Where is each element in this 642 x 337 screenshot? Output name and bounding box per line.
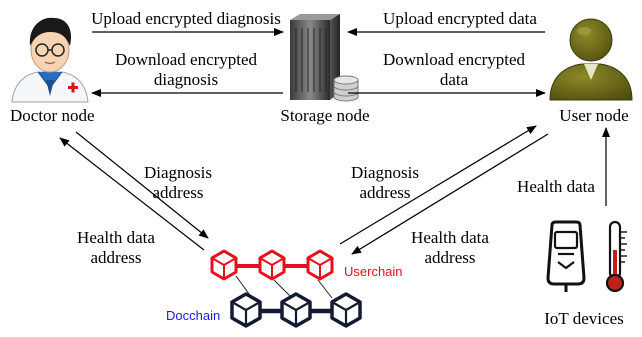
- arrow-user-to-chain: [351, 133, 549, 255]
- doctor-icon: [11, 17, 89, 103]
- user-node-label: User node: [559, 106, 628, 125]
- diagnosis-address-right-line2: address: [360, 183, 411, 202]
- download-data-label-line2: data: [440, 70, 469, 89]
- download-data-label-line1: Download encrypted: [383, 50, 526, 69]
- userchain-label: Userchain: [344, 264, 403, 279]
- docchain-label: Docchain: [166, 308, 220, 323]
- arrow-chain-to-user: [339, 125, 537, 245]
- doctor-node-label: Doctor node: [10, 106, 95, 125]
- diagnosis-address-right-line1: Diagnosis: [351, 163, 419, 182]
- health-address-right-line1: Health data: [411, 228, 489, 247]
- download-diagnosis-label-line1: Download encrypted: [115, 50, 258, 69]
- glucometer-icon: [546, 220, 586, 292]
- arrow-chain-to-doctor: [59, 137, 205, 251]
- upload-diagnosis-label: Upload encrypted diagnosis: [91, 9, 281, 28]
- arrow-doctor-to-chain: [75, 131, 209, 239]
- blockchain-icon: [210, 249, 362, 328]
- user-icon: [549, 18, 633, 101]
- diagnosis-address-left-line2: address: [153, 183, 204, 202]
- thermometer-icon: [605, 220, 627, 293]
- health-address-right-line2: address: [425, 248, 476, 267]
- health-address-left-line1: Health data: [77, 228, 155, 247]
- docchain-blocks: [230, 292, 362, 328]
- arrows: [59, 28, 610, 255]
- download-diagnosis-label-line2: diagnosis: [154, 70, 218, 89]
- storage-node-label: Storage node: [280, 106, 369, 125]
- iot-devices-label: IoT devices: [544, 309, 623, 328]
- health-address-left-line2: address: [91, 248, 142, 267]
- userchain-blocks: [210, 249, 334, 281]
- diagnosis-address-left-line1: Diagnosis: [144, 163, 212, 182]
- health-data-label: Health data: [517, 177, 595, 196]
- server-icon: [290, 14, 359, 102]
- upload-data-label: Upload encrypted data: [383, 9, 537, 28]
